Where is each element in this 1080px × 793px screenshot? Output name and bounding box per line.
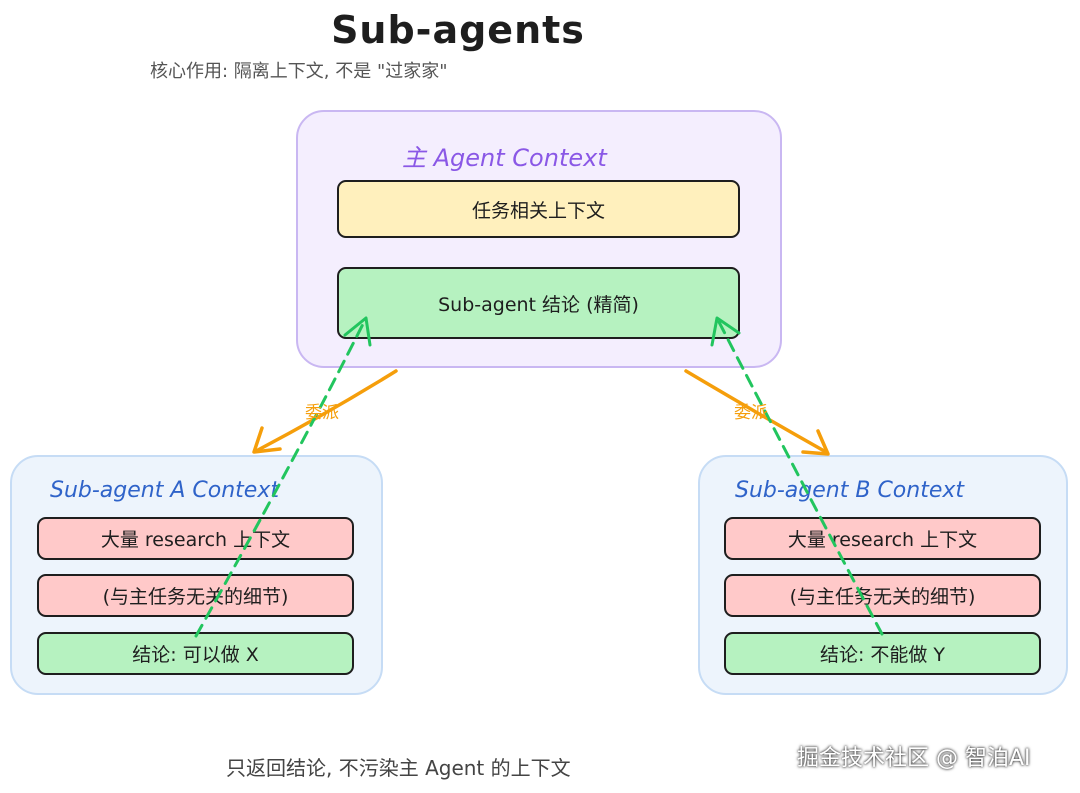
delegate-arrow-left: [256, 369, 398, 452]
return-arrow-right: [716, 318, 884, 636]
return-arrow-left: [194, 318, 367, 638]
delegate-arrow-left-head: [252, 426, 282, 454]
sub-agent-a-title: Sub-agent A Context: [50, 478, 279, 503]
sub-agent-b-details-box: (与主任务无关的细节): [724, 574, 1041, 617]
delegate-arrow-right-head: [801, 429, 830, 456]
watermark: 掘金技术社区 @ 智泊AI: [797, 746, 1031, 771]
task-context-box: 任务相关上下文: [337, 180, 740, 238]
sub-agent-conclusion-box: Sub-agent 结论 (精简): [337, 267, 740, 339]
main-agent-context-title: 主 Agent Context: [402, 144, 607, 172]
sub-agent-a-details-box: (与主任务无关的细节): [37, 574, 354, 617]
footer-note: 只返回结论, 不污染主 Agent 的上下文: [226, 756, 571, 780]
delegate-arrow-right: [684, 369, 828, 454]
sub-agent-b-conclusion-box: 结论: 不能做 Y: [724, 632, 1041, 675]
sub-agent-b-research-box: 大量 research 上下文: [724, 517, 1041, 560]
sub-agent-a-conclusion-box: 结论: 可以做 X: [37, 632, 354, 675]
sub-agent-b-title: Sub-agent B Context: [735, 478, 965, 503]
delegate-label-left: 委派: [305, 403, 339, 423]
diagram-title: Sub-agents: [331, 8, 585, 52]
diagram-subtitle: 核心作用: 隔离上下文, 不是 "过家家": [150, 61, 448, 82]
return-arrow-right-head: [710, 316, 741, 347]
delegate-label-right: 委派: [734, 403, 768, 423]
sub-agent-a-research-box: 大量 research 上下文: [37, 517, 354, 560]
return-arrow-left-head: [343, 316, 372, 347]
